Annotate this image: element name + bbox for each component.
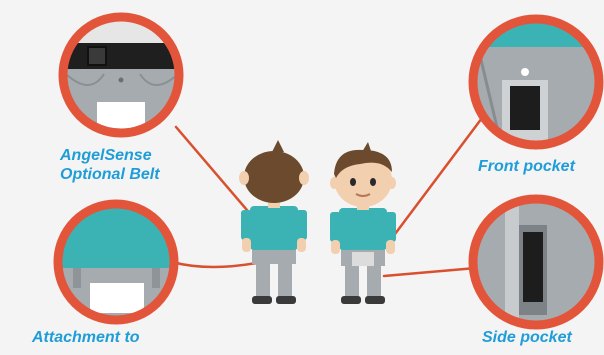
connector-lines [172,118,482,276]
belt-label: AngelSense Optional Belt [60,146,160,184]
attachment-label: Attachment to [32,328,140,347]
side-pocket-connector-line [384,268,476,276]
side-pocket-label: Side pocket [482,328,572,347]
side-pocket-closeup-icon [470,195,604,330]
waistband-closeup-icon [55,200,180,325]
attachment-connector-line [172,262,262,267]
belt-label-line2: Optional Belt [60,165,160,184]
front-pocket-closeup-icon [470,15,604,150]
front-pocket-connector-line [383,118,482,250]
boy-back-view-icon [239,140,309,304]
belt-closeup-icon [60,15,185,140]
front-pocket-label: Front pocket [478,157,575,176]
belt-label-line1: AngelSense [60,146,160,165]
boy-front-view-icon [330,142,396,304]
